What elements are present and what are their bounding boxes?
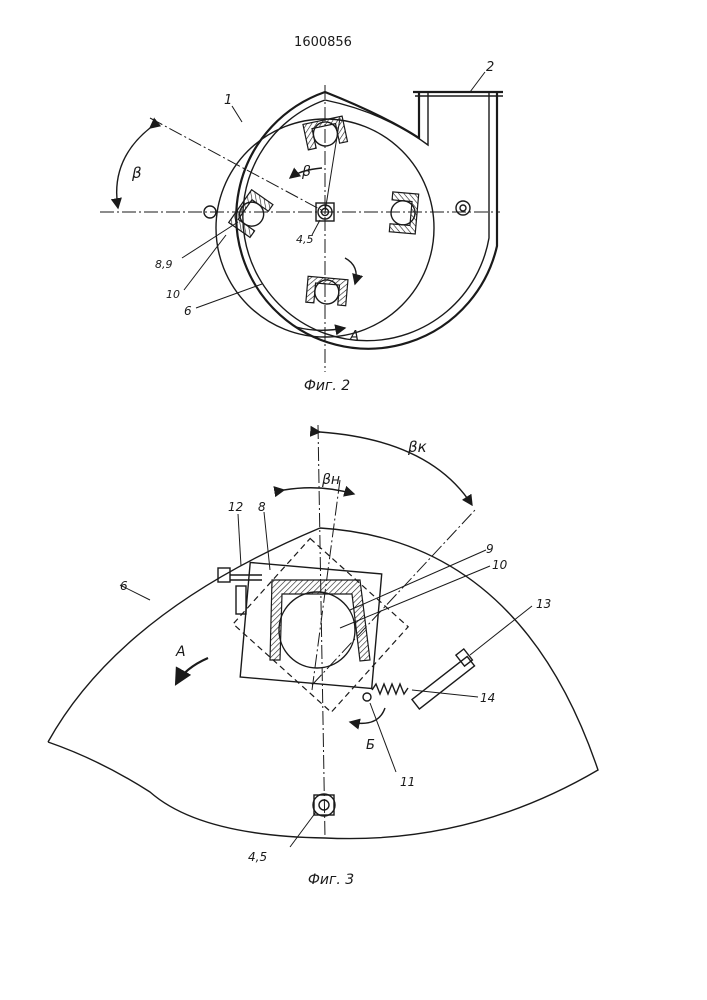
fig2-label-2: 2 <box>486 60 494 75</box>
fig3-arrow-B <box>350 708 385 723</box>
fig2-label-A: А <box>349 329 359 344</box>
fig3-arrow-A <box>176 658 208 684</box>
fig3-label-13: 13 <box>536 597 551 611</box>
fig2-label-beta-inner: β <box>301 164 311 180</box>
fig3-label-9: 9 <box>486 542 494 556</box>
fig3-label-8: 8 <box>258 500 266 514</box>
fig3-label-6: 6 <box>120 579 128 593</box>
fig3-caption: Фиг. 3 <box>308 872 354 888</box>
holder-right <box>389 192 418 234</box>
holder-left <box>229 190 273 238</box>
fig3-pivot-11 <box>363 693 371 701</box>
fig3-spring-14 <box>372 684 408 694</box>
fig2-label-beta-outer: β <box>131 164 142 182</box>
fig3-label-beta-n: βн <box>321 472 340 488</box>
fig3-ball-10 <box>279 592 355 668</box>
fig3-leader-8 <box>264 512 270 570</box>
figure-2: 1 2 β β 8,9 4,5 10 6 А Фиг. 2 <box>100 60 503 394</box>
fig3-label-A: А <box>175 644 186 660</box>
fig2-label-6: 6 <box>184 304 192 318</box>
fig2-leader-8-9 <box>182 222 238 258</box>
fig3-leader-9 <box>350 550 486 610</box>
fig2-label-1: 1 <box>224 93 232 108</box>
patent-number: 1600856 <box>294 35 352 50</box>
right-fixing-hole-inner <box>460 205 466 211</box>
fig2-leader-1 <box>232 106 242 122</box>
fig3-beta-k-arc <box>320 432 472 505</box>
fig2-label-10: 10 <box>166 288 180 301</box>
holder-bottom <box>306 276 348 305</box>
fig3-leader-14 <box>412 690 478 697</box>
figure-3: βк βн 12 8 9 10 6 13 А 14 Б 11 4,5 Фиг. … <box>48 425 598 888</box>
fig3-leader-12 <box>238 514 241 566</box>
fig2-label-4-5: 4,5 <box>296 233 314 246</box>
fig3-leader-4-5 <box>290 812 316 847</box>
fig2-arrow-A <box>296 327 345 330</box>
fig2-leader-2 <box>470 72 485 92</box>
fig3-screw-13 <box>407 649 476 709</box>
fig3-disc-segment <box>48 528 598 839</box>
fig3-label-10: 10 <box>492 558 508 572</box>
fig2-leader-6 <box>196 284 262 308</box>
fig3-label-4-5: 4,5 <box>248 850 267 864</box>
fig3-label-B: Б <box>366 738 375 753</box>
fig3-leader-13 <box>470 606 532 655</box>
fig3-label-beta-k: βк <box>407 438 427 456</box>
fig2-beta-radius <box>325 118 340 212</box>
fig3-label-12: 12 <box>228 500 243 514</box>
fig2-label-8-9: 8,9 <box>155 258 173 271</box>
fig3-label-11: 11 <box>400 775 415 789</box>
right-fixing-hole <box>456 201 470 215</box>
fig3-label-14: 14 <box>480 691 495 705</box>
fig2-caption: Фиг. 2 <box>304 378 350 394</box>
